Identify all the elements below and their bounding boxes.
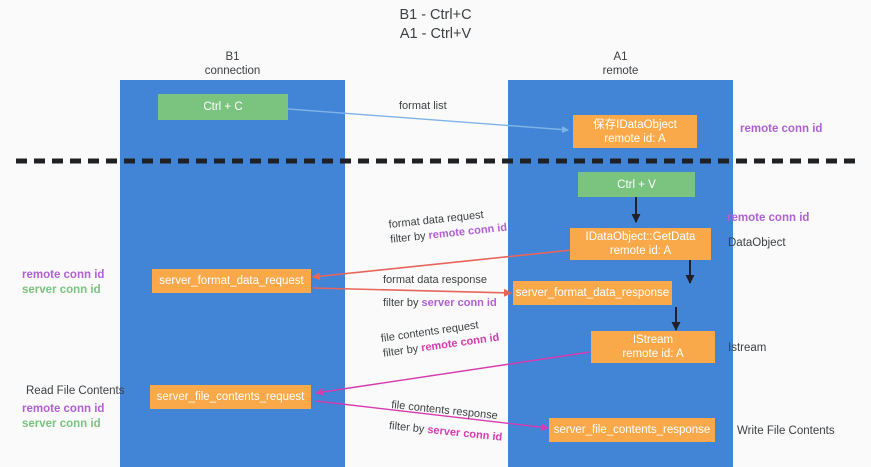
filter-prefix-4: filter by — [388, 419, 429, 436]
box-getdata-line1: IDataObject::GetData — [585, 231, 696, 243]
filter-prefix-1: filter by — [389, 229, 430, 246]
side-label-conn-ids-1: remote conn id server conn id — [22, 268, 104, 298]
lane-header-b1-role: connection — [204, 65, 261, 77]
box-server-format-data-response-label: server_format_data_response — [515, 287, 670, 299]
side-label-remote-conn-id-left-2: remote conn id — [22, 403, 105, 415]
box-save-idataobject[interactable]: 保存IDataObject remote id: A — [573, 115, 697, 148]
lane-header-b1-name: B1 — [225, 51, 240, 63]
box-ctrl-v-label: Ctrl + V — [617, 178, 656, 191]
edge-label-format-data-response-filter: filter by server conn id — [383, 296, 497, 311]
side-label-read-file-contents-text: Read File Contents — [26, 385, 125, 397]
box-server-file-contents-response-label: server_file_contents_response — [553, 424, 711, 436]
title-line-2: A1 - Ctrl+V — [399, 26, 472, 42]
edge-label-file-contents-response: file contents response filter by server … — [388, 398, 505, 446]
filter-key-server-conn-id-2: server conn id — [426, 423, 503, 444]
title-line-1: B1 - Ctrl+C — [399, 7, 472, 23]
box-server-format-data-request-label: server_format_data_request — [159, 275, 304, 287]
box-ctrl-c-label: Ctrl + C — [203, 101, 243, 113]
edge-label-file-contents-request: file contents request filter by remote c… — [380, 316, 500, 362]
box-ctrl-c[interactable]: Ctrl + C — [158, 94, 288, 120]
side-label-server-conn-id-left-2: server conn id — [22, 418, 101, 430]
side-label-istream: Istream — [728, 341, 766, 356]
side-label-remote-conn-id-mid: remote conn id — [727, 211, 809, 226]
edge-label-format-data-response: format data response filter by server co… — [383, 273, 497, 311]
box-save-idataobject-line1: 保存IDataObject — [593, 118, 677, 131]
lane-header-a1: A1 remote — [508, 50, 733, 78]
box-getdata-line2: remote id: A — [609, 245, 672, 257]
box-server-file-contents-request[interactable]: server_file_contents_request — [150, 385, 311, 409]
box-ctrl-v[interactable]: Ctrl + V — [578, 172, 695, 197]
box-save-idataobject-line2: remote id: A — [604, 132, 666, 145]
side-label-istream-text: Istream — [728, 342, 767, 354]
side-label-conn-ids-2: remote conn id server conn id — [22, 402, 104, 432]
side-label-remote-conn-id-top: remote conn id — [740, 122, 822, 137]
side-label-remote-conn-id-left-1: remote conn id — [22, 269, 105, 281]
box-istream-line1: IStream — [632, 334, 674, 346]
box-istream[interactable]: IStream remote id: A — [591, 331, 715, 363]
filter-prefix-3: filter by — [382, 342, 423, 360]
side-label-server-conn-id-left-1: server conn id — [22, 284, 101, 296]
box-istream-line2: remote id: A — [622, 348, 684, 360]
box-server-format-data-response[interactable]: server_format_data_response — [513, 281, 672, 305]
side-label-remote-conn-id-mid-text: remote conn id — [727, 212, 810, 224]
edge-label-format-list: format list — [399, 99, 447, 114]
box-server-file-contents-response[interactable]: server_file_contents_response — [549, 418, 715, 442]
diagram-title: B1 - Ctrl+C A1 - Ctrl+V — [0, 6, 871, 44]
edge-label-format-data-request: format data request filter by remote con… — [388, 206, 508, 248]
lane-header-a1-name: A1 — [613, 51, 628, 63]
side-label-dataobject: DataObject — [728, 236, 786, 251]
side-label-read-file-contents: Read File Contents — [26, 384, 124, 399]
box-getdata[interactable]: IDataObject::GetData remote id: A — [570, 228, 711, 260]
side-label-dataobject-text: DataObject — [728, 237, 786, 249]
side-label-write-file-contents: Write File Contents — [737, 424, 835, 439]
edge-label-format-data-response-main: format data response — [383, 274, 487, 286]
box-server-file-contents-request-label: server_file_contents_request — [156, 391, 305, 403]
edge-label-format-list-text: format list — [399, 100, 447, 112]
side-label-remote-conn-id-top-text: remote conn id — [740, 123, 823, 135]
box-server-format-data-request[interactable]: server_format_data_request — [152, 269, 311, 293]
lane-header-b1: B1 connection — [120, 50, 345, 78]
filter-key-server-conn-id-1: server conn id — [421, 297, 497, 309]
filter-prefix-2: filter by — [383, 297, 422, 309]
side-label-write-file-contents-text: Write File Contents — [737, 425, 835, 437]
lane-header-a1-role: remote — [602, 65, 639, 77]
